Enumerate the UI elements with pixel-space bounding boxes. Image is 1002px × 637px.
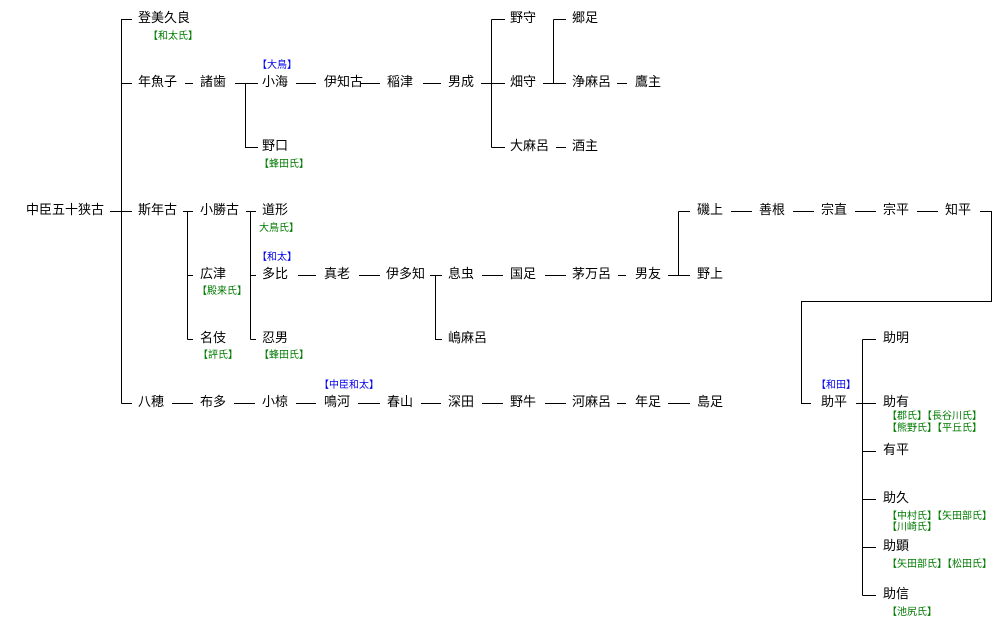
- clan-annotation: 【矢田部氏】【松田氏】: [887, 559, 992, 570]
- clan-annotation: 【蜂田氏】: [259, 350, 309, 361]
- person-node[interactable]: 野守: [510, 11, 537, 26]
- person-node[interactable]: 磯上: [697, 203, 724, 218]
- clan-annotation: 【川崎氏】: [887, 522, 937, 533]
- person-node[interactable]: 道形: [262, 203, 289, 218]
- person-node[interactable]: 茅万呂: [572, 267, 612, 282]
- person-node[interactable]: 布多: [200, 395, 227, 410]
- person-node[interactable]: 嶋麻呂: [448, 331, 488, 346]
- person-node[interactable]: 有平: [883, 443, 910, 458]
- person-node[interactable]: 年魚子: [138, 75, 178, 90]
- lineage-annotation: 【和太】: [257, 252, 297, 263]
- person-node[interactable]: 諸歯: [200, 75, 227, 90]
- person-node[interactable]: 郷足: [572, 11, 599, 26]
- person-node[interactable]: 小海: [262, 75, 289, 90]
- person-node[interactable]: 斯年古: [138, 203, 178, 218]
- person-node[interactable]: 知平: [945, 203, 972, 218]
- person-node[interactable]: 助有: [883, 395, 910, 410]
- person-node[interactable]: 多比: [262, 267, 289, 282]
- person-node[interactable]: 深田: [448, 395, 475, 410]
- person-root[interactable]: 中臣五十狭古: [26, 203, 105, 218]
- person-node[interactable]: 宗直: [821, 203, 848, 218]
- person-node[interactable]: 鷹主: [635, 75, 662, 90]
- person-node[interactable]: 野上: [697, 267, 724, 282]
- person-node[interactable]: 助信: [883, 587, 910, 602]
- person-node[interactable]: 助平: [821, 395, 848, 410]
- person-node[interactable]: 鳴河: [324, 395, 351, 410]
- person-node[interactable]: 稲津: [387, 75, 414, 90]
- clan-annotation: 【熊野氏】【平丘氏】: [887, 423, 982, 434]
- clan-annotation: 【殿来氏】: [197, 286, 247, 297]
- clan-annotation: 【池尻氏】: [887, 607, 937, 618]
- person-node[interactable]: 伊知古: [324, 75, 364, 90]
- person-node[interactable]: 畑守: [510, 75, 537, 90]
- person-node[interactable]: 八穂: [138, 395, 165, 410]
- lineage-annotation: 【中臣和太】: [319, 380, 379, 391]
- person-node[interactable]: 河麻呂: [572, 395, 612, 410]
- clan-annotation: 【評氏】: [198, 350, 238, 361]
- person-node[interactable]: 広津: [200, 267, 227, 282]
- person-node[interactable]: 野口: [262, 139, 289, 154]
- person-node[interactable]: 浄麻呂: [572, 75, 612, 90]
- person-node[interactable]: 助顕: [883, 539, 910, 554]
- person-node[interactable]: 小椋: [262, 395, 289, 410]
- person-node[interactable]: 善根: [759, 203, 786, 218]
- clan-annotation: 大鳥氏】: [259, 223, 299, 234]
- person-node[interactable]: 真老: [324, 267, 351, 282]
- person-node[interactable]: 年足: [635, 395, 662, 410]
- clan-annotation: 【郡氏】【長谷川氏】: [887, 411, 982, 422]
- person-node[interactable]: 野牛: [510, 395, 537, 410]
- person-node[interactable]: 島足: [697, 395, 724, 410]
- clan-annotation: 【蜂田氏】: [259, 159, 309, 170]
- person-node[interactable]: 登美久良: [138, 11, 191, 26]
- person-node[interactable]: 国足: [510, 267, 537, 282]
- person-node[interactable]: 助明: [883, 331, 910, 346]
- person-node[interactable]: 男友: [635, 267, 662, 282]
- person-node[interactable]: 宗平: [883, 203, 910, 218]
- lineage-annotation: 【和田】: [816, 380, 856, 391]
- person-node[interactable]: 伊多知: [386, 267, 426, 282]
- person-node[interactable]: 忍男: [262, 331, 289, 346]
- person-node[interactable]: 小勝古: [200, 203, 240, 218]
- person-node[interactable]: 男成: [448, 75, 475, 90]
- clan-annotation: 【和太氏】: [148, 31, 198, 42]
- person-node[interactable]: 助久: [883, 491, 910, 506]
- person-node[interactable]: 大麻呂: [510, 139, 550, 154]
- person-node[interactable]: 春山: [387, 395, 414, 410]
- person-node[interactable]: 酒主: [572, 139, 599, 154]
- person-node[interactable]: 息虫: [448, 267, 475, 282]
- lineage-annotation: 【大鳥】: [257, 60, 297, 71]
- clan-annotation: 【中村氏】【矢田部氏】: [887, 511, 992, 522]
- person-node[interactable]: 名伎: [200, 331, 227, 346]
